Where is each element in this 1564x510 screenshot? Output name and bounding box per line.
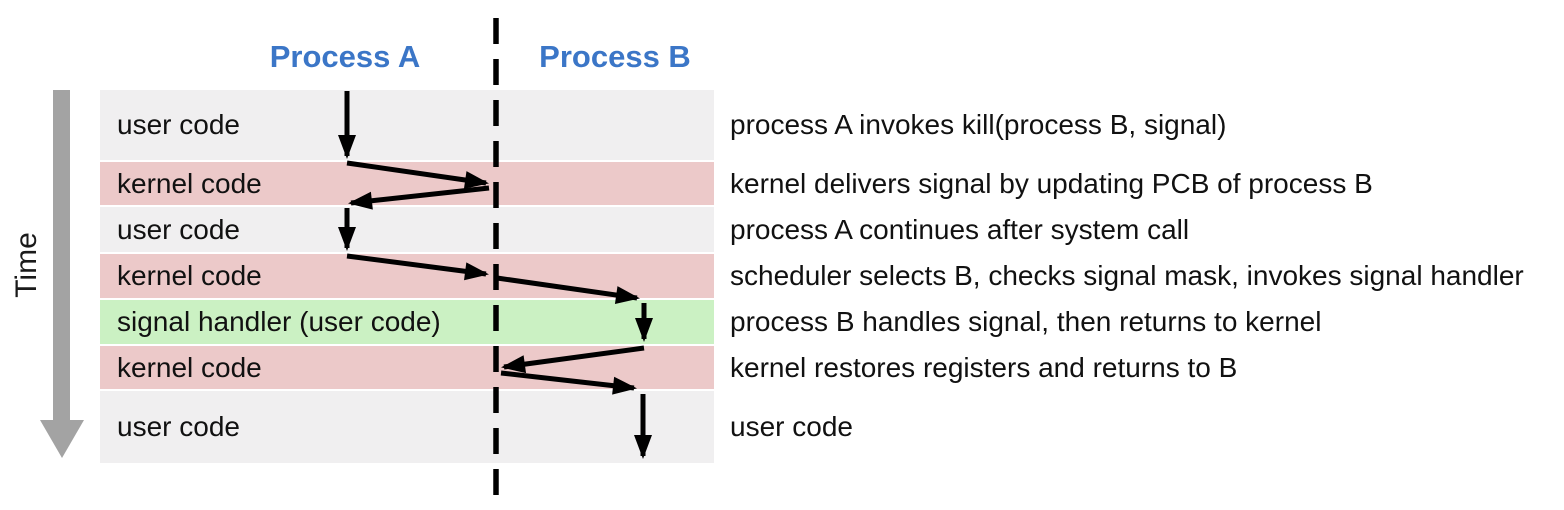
process-a-header: Process A — [269, 39, 421, 74]
process-b-header: Process B — [539, 39, 691, 74]
row-band: user code — [100, 391, 714, 463]
row-label: kernel code — [117, 167, 262, 199]
row-annotation: process A continues after system call — [730, 213, 1190, 245]
row-annotation: process B handles signal, then returns t… — [730, 306, 1322, 337]
time-axis-label: Time — [10, 232, 43, 298]
row-band: kernel code — [100, 254, 714, 298]
row-annotation: user code — [730, 411, 853, 442]
diagram-row: user code user code — [100, 391, 1564, 463]
row-annotation: scheduler selects B, checks signal mask,… — [730, 260, 1524, 291]
row-band: user code — [100, 207, 714, 252]
row-label: kernel code — [117, 351, 262, 383]
row-label: user code — [117, 109, 240, 140]
diagram-row: kernel code kernel delivers signal by up… — [100, 162, 1564, 205]
row-annotation: kernel restores registers and returns to… — [730, 351, 1238, 383]
row-band: user code — [100, 90, 714, 160]
diagram-row: kernel code scheduler selects B, checks … — [100, 254, 1564, 298]
diagram-row: kernel code kernel restores registers an… — [100, 346, 1564, 389]
diagram-row: user code process A continues after syst… — [100, 207, 1564, 252]
time-axis-down-arrow-icon — [40, 90, 84, 458]
diagram-row: user code process A invokes kill(process… — [100, 90, 1564, 160]
diagram-row: signal handler (user code) process B han… — [100, 300, 1564, 344]
row-label: user code — [117, 213, 240, 245]
row-label: kernel code — [117, 260, 262, 291]
row-label: user code — [117, 411, 240, 442]
row-annotation: process A invokes kill(process B, signal… — [730, 109, 1227, 140]
row-band: kernel code — [100, 346, 714, 389]
row-band: signal handler (user code) — [100, 300, 714, 344]
row-band: kernel code — [100, 162, 714, 205]
row-annotation: kernel delivers signal by updating PCB o… — [730, 167, 1373, 199]
row-label: signal handler (user code) — [117, 306, 441, 337]
